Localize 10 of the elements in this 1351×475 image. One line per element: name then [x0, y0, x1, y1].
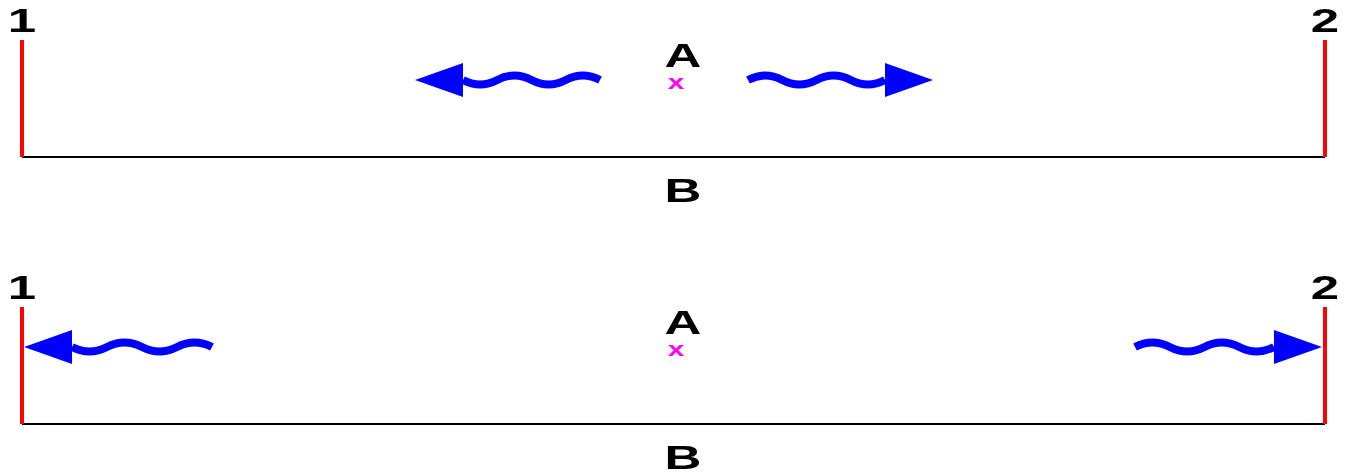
line-label: B: [664, 173, 702, 207]
point-marker: x: [667, 339, 685, 359]
end-number: 1: [7, 3, 37, 37]
point-marker: x: [667, 72, 685, 92]
point-label: A: [664, 38, 702, 72]
point-label: A: [664, 305, 702, 339]
line-label: B: [664, 440, 702, 474]
end-number: 1: [7, 270, 37, 304]
end-number: 2: [1310, 270, 1340, 304]
end-number: 2: [1310, 3, 1340, 37]
